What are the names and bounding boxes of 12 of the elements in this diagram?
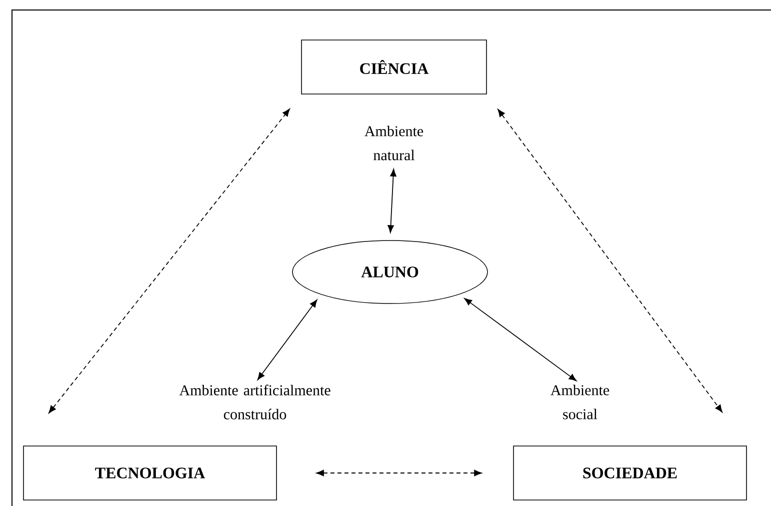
- environment-label: Ambiente artificialmente construído: [179, 384, 330, 420]
- concept-box: CIÊNCIA: [301, 40, 487, 94]
- arrow: [464, 298, 577, 382]
- concept-box: SOCIEDADE: [513, 446, 747, 500]
- arrow: [257, 300, 318, 380]
- environment-label: Ambiente natural: [364, 126, 424, 160]
- arrow: [316, 470, 482, 476]
- arrow: [498, 109, 722, 412]
- concept-box: TECNOLOGIA: [23, 446, 277, 500]
- environment-label: Ambiente social: [550, 384, 610, 420]
- arrow: [48, 108, 290, 414]
- arrow: [388, 168, 396, 233]
